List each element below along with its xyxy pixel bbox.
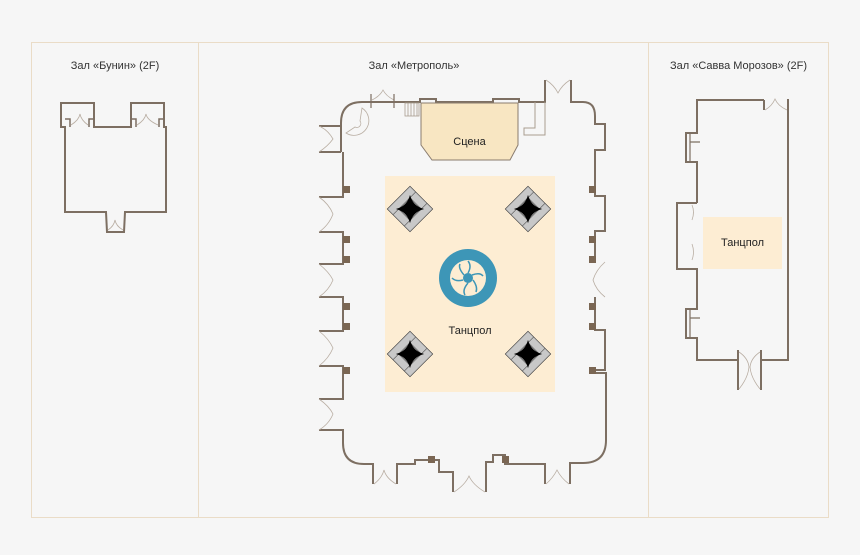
stage-label: Сцена	[453, 136, 486, 148]
hall-title-metropol: Зал «Метрополь»	[368, 60, 460, 72]
savva-inner-lines	[689, 133, 700, 338]
panel-savva-morozov	[648, 42, 829, 518]
panel-bunin	[31, 42, 199, 518]
hall-title-savva-morozov: Зал «Савва Морозов» (2F)	[669, 60, 807, 72]
metropol-doors	[318, 79, 606, 493]
bunin-doors	[70, 113, 159, 231]
savva-dancefloor-label: Танцпол	[721, 237, 764, 249]
bunin-hall-plan	[60, 102, 167, 233]
savva-dancefloor	[703, 217, 782, 269]
savva-hall-plan	[676, 99, 789, 390]
fountain-icon	[439, 249, 497, 307]
stage	[420, 102, 519, 161]
metropol-misc-lines	[370, 94, 395, 108]
service-room	[523, 102, 546, 136]
stairs-icon	[404, 102, 420, 117]
metropol-dancefloor-label: Танцпол	[448, 325, 492, 337]
savva-doors	[691, 97, 788, 390]
metropol-hall-plan	[319, 80, 607, 492]
columns	[343, 186, 596, 463]
hall-title-bunin: Зал «Бунин» (2F)	[70, 60, 160, 72]
